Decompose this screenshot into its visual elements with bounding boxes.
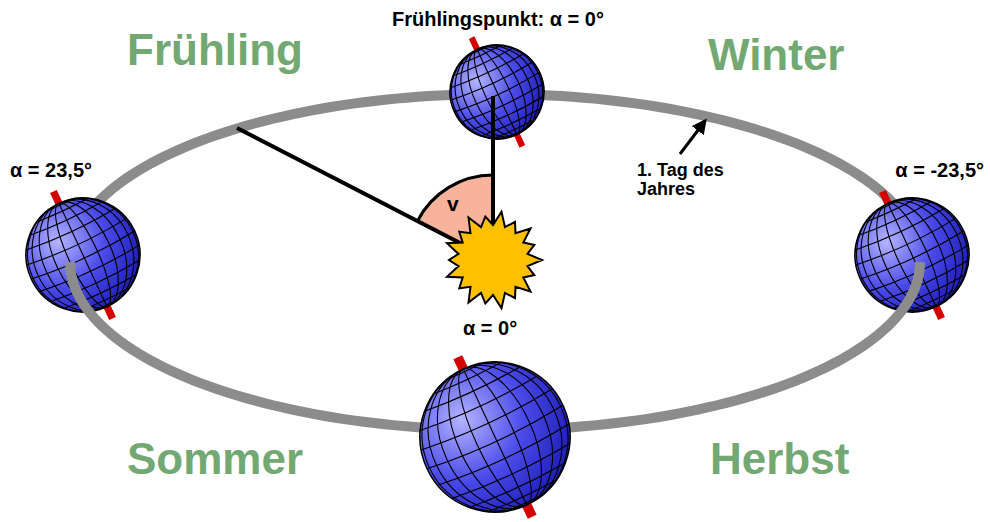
earth-globe (429, 18, 565, 166)
radius-line (237, 128, 493, 260)
season-label: Herbst (710, 436, 849, 482)
point-label: Frühlingspunkt: α = 0° (392, 9, 607, 30)
earth-globe (390, 326, 600, 522)
season-label: Winter (708, 32, 845, 78)
season-label: Frühling (127, 27, 303, 73)
sun-symbol (447, 212, 542, 309)
earth-globe (2, 167, 164, 342)
angle-label: α = 0° (463, 318, 517, 339)
season-label: Sommer (127, 436, 303, 482)
angle-label: α = 23,5° (10, 160, 92, 181)
earth-globe (831, 167, 990, 342)
angle-label: α = -23,5° (895, 160, 984, 181)
angle-symbol: v (447, 193, 459, 215)
leader-arrow (680, 121, 705, 154)
note-label: 1. Tag des Jahres (637, 161, 769, 199)
